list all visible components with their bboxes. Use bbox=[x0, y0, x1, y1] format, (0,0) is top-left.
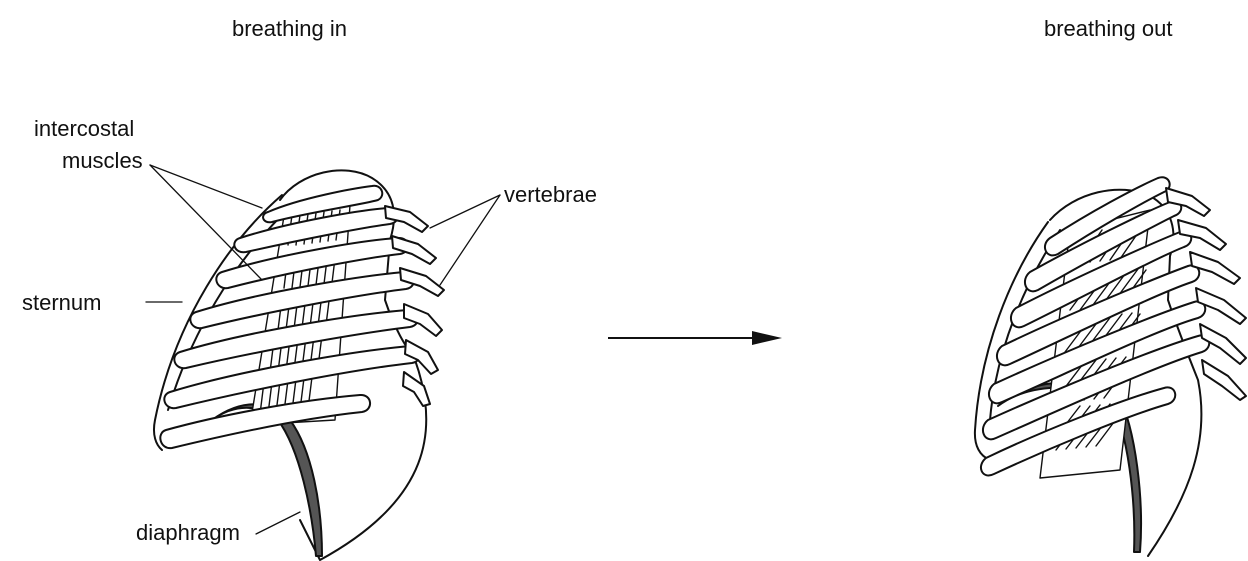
heading-breathing-in: breathing in bbox=[232, 18, 347, 40]
vertebrae-right bbox=[1166, 188, 1246, 400]
vertebrae-left bbox=[385, 206, 444, 406]
label-diaphragm: diaphragm bbox=[136, 522, 240, 544]
leader-intercostal-2 bbox=[150, 165, 262, 280]
rib-cage-inhale bbox=[146, 165, 500, 560]
heading-breathing-out: breathing out bbox=[1044, 18, 1172, 40]
label-intercostal-line2: muscles bbox=[62, 150, 143, 172]
rib-cage-exhale bbox=[975, 177, 1246, 556]
leader-intercostal-1 bbox=[150, 165, 262, 208]
label-sternum: sternum bbox=[22, 292, 101, 314]
leader-diaphragm bbox=[256, 512, 300, 534]
label-intercostal-line1: intercostal bbox=[34, 118, 134, 140]
transition-arrow bbox=[608, 331, 782, 345]
label-vertebrae: vertebrae bbox=[504, 184, 597, 206]
